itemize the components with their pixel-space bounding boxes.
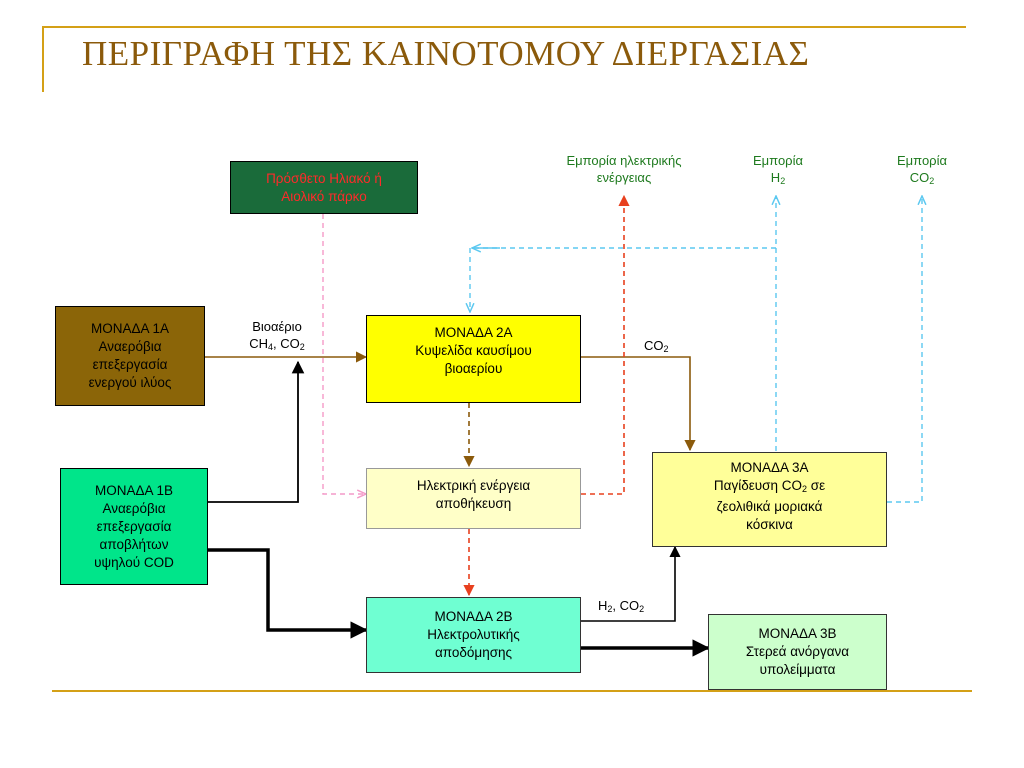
trade-electricity-label: Εμπορία ηλεκτρικής ενέργειας (534, 152, 714, 186)
biogas-sub4: 4 (268, 342, 274, 352)
biogas-co: , CO (273, 336, 300, 351)
h2-text: H (598, 598, 608, 613)
unit-1b-box: ΜΟΝΑΔΑ 1Β Αναερόβια επεξεργασία αποβλήτω… (60, 468, 208, 585)
biogas-label-line2: CH4, CO2 (236, 335, 318, 356)
biogas-sub2: 2 (299, 342, 305, 352)
trade-electricity-line2: ενέργειας (596, 170, 652, 185)
unit-2a-box: ΜΟΝΑΔΑ 2Α Κυψελίδα καυσίμου βιοαερίου (366, 315, 581, 403)
unit-3a-box: ΜΟΝΑΔΑ 3Α Παγίδευση CO2 σε ζεολιθικά μορ… (652, 452, 887, 547)
solar-to-storage-arrow (322, 214, 366, 494)
unit-2b-line2: Ηλεκτρολυτικής (427, 627, 520, 642)
biogas-ch: CH (249, 336, 268, 351)
unit-3b-line3: υπολείμματα (759, 662, 836, 677)
trade-h2-label: Εμπορία H2 (738, 152, 818, 190)
unit1b-to-2b-arrow (208, 548, 368, 639)
trade-co2-line2: CO2 (880, 169, 964, 190)
trade-co2-arrow (887, 196, 922, 503)
unit-1a-title: ΜΟΝΑΔΑ 1Α (90, 321, 170, 336)
unit-2a-line2: Κυψελίδα καυσίμου (415, 343, 532, 358)
top-rule (42, 26, 966, 28)
unit-1b-line3: επεξεργασία (96, 518, 172, 534)
trade-co2-label: Εμπορία CO2 (880, 152, 964, 190)
energy-storage-box: Ηλεκτρική ενέργεια αποθήκευση (366, 468, 581, 529)
unit-1b-line5: υψηλού COD (94, 554, 174, 570)
unit-3a-line2-sub: 2 (801, 484, 807, 494)
co2-sub: 2 (639, 604, 645, 614)
unit-2b-box: ΜΟΝΑΔΑ 2Β Ηλεκτρολυτικής αποδόμησης (366, 597, 581, 673)
trade-co2-sub: 2 (929, 176, 935, 186)
bottom-rule (52, 690, 972, 692)
solar-wind-park-box: Πρόσθετο Ηλιακό ή Αιολικό πάρκο (230, 161, 418, 214)
co2-2a-sub: 2 (663, 344, 669, 354)
unit-1a-box: ΜΟΝΑΔΑ 1Α Αναερόβια επεξεργασία ενεργού … (55, 306, 205, 406)
storage-line2: αποθήκευση (435, 496, 512, 511)
unit-3a-line3: ζεολιθικά μοριακά (716, 499, 823, 514)
h2-co2-label: H2, CO2 (598, 597, 644, 618)
unit-1a-line2: Αναερόβια (98, 339, 162, 354)
trade-co2-line1: Εμπορία (897, 153, 947, 168)
unit-1b-line2: Αναερόβια (102, 500, 166, 516)
unit-2a-title: ΜΟΝΑΔΑ 2Α (434, 325, 513, 340)
unit1b-biogas-arrow (208, 360, 305, 503)
unit-3a-line4: κόσκινα (746, 517, 793, 532)
unit-2b-title: ΜΟΝΑΔΑ 2Β (434, 609, 513, 624)
biogas-label-line1: Βιοαέριο (252, 319, 302, 334)
trade-h2-h: H (770, 170, 781, 185)
trade-h2-line1: Εμπορία (753, 153, 803, 168)
unit-3a-line2-post: σε (806, 478, 826, 493)
left-rule (42, 26, 44, 92)
storage-line1: Ηλεκτρική ενέργεια (416, 478, 531, 493)
biogas-label: Βιοαέριο CH4, CO2 (236, 318, 318, 356)
solar-park-line1: Πρόσθετο Ηλιακό ή (266, 170, 382, 186)
trade-h2-sub: 2 (780, 176, 786, 186)
unit-1a-line4: ενεργού ιλύος (88, 375, 172, 390)
trade-electricity-arrow (581, 194, 630, 495)
unit-3b-box: ΜΟΝΑΔΑ 3Β Στερεά ανόργανα υπολείμματα (708, 614, 887, 690)
unit-3b-line2: Στερεά ανόργανα (745, 644, 850, 659)
co2-to-3a-arrow (581, 356, 696, 452)
unit-1b-line4: αποβλήτων (99, 536, 169, 552)
h2-to-2a-arrow (470, 247, 776, 312)
unit-1b-title: ΜΟΝΑΔΑ 1Β (94, 482, 174, 498)
trade-h2-line2: H2 (738, 169, 818, 190)
unit-1a-line3: επεξεργασία (92, 357, 168, 372)
co2-label-2a: CO2 (644, 337, 669, 358)
co2-2a-text: CO (644, 338, 664, 353)
co-text: , CO (612, 598, 640, 613)
page-title: ΠΕΡΙΓΡΑΦΗ ΤΗΣ ΚΑΙΝΟΤΟΜΟΥ ΔΙΕΡΓΑΣΙΑΣ (82, 34, 810, 73)
unit-2a-line3: βιοαερίου (444, 361, 503, 376)
unit-2b-line3: αποδόμησης (434, 645, 513, 660)
trade-electricity-line1: Εμπορία ηλεκτρικής (566, 153, 682, 168)
trade-co2-co: CO (909, 170, 930, 185)
h2-sub: 2 (607, 604, 613, 614)
unit-3a-title: ΜΟΝΑΔΑ 3Α (730, 460, 809, 475)
unit-3b-title: ΜΟΝΑΔΑ 3Β (758, 626, 837, 641)
h2-co2-arrow (581, 545, 681, 622)
unit-3a-line2: Παγίδευση CO2 σε (714, 477, 825, 498)
solar-park-line2: Αιολικό πάρκο (281, 188, 367, 204)
unit-3a-line2-pre: Παγίδευση CO (713, 478, 802, 493)
